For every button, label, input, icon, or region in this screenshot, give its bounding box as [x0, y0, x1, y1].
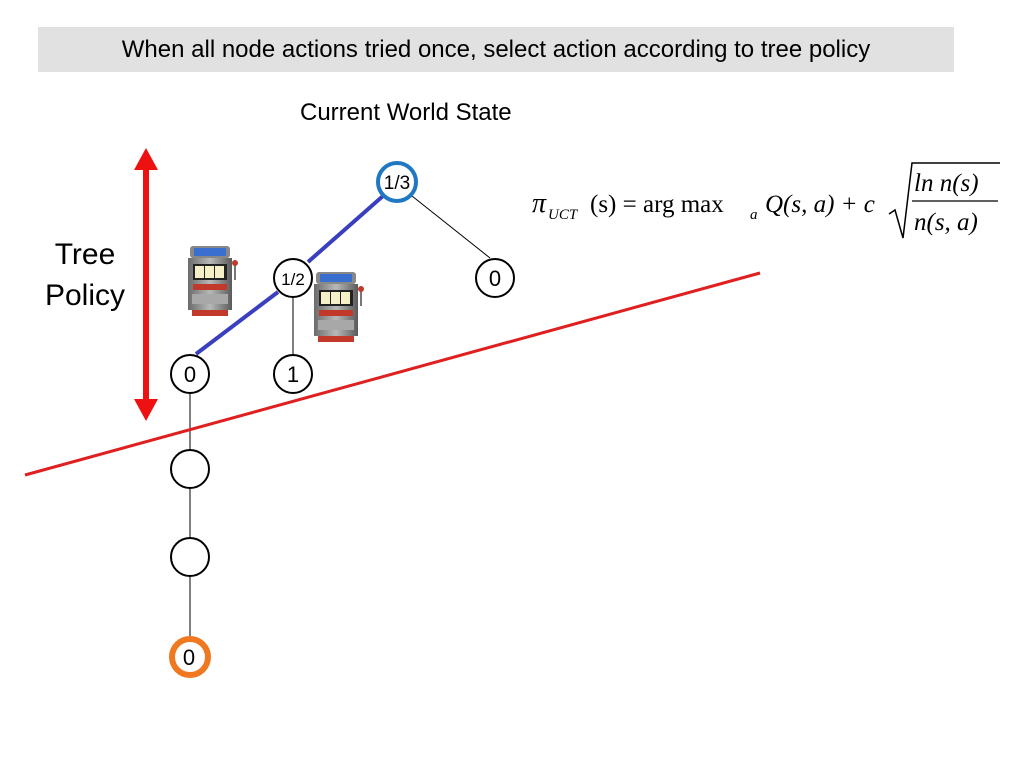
root-caption: Current World State	[300, 99, 512, 126]
left-left-node-value: 0	[184, 362, 196, 387]
selected-path-root-left	[306, 194, 385, 264]
tree-policy-boundary-line	[24, 271, 761, 477]
title-banner: When all node actions tried once, select…	[38, 27, 954, 72]
slot-machine-icon	[188, 246, 238, 316]
formula-q-term: Q(s, a) + c	[765, 191, 875, 218]
tree-policy-label-line1: Tree	[54, 238, 116, 271]
root-node-value: 1/3	[384, 173, 410, 194]
left-child-node: 1/2	[273, 258, 313, 298]
formula-subscript: UCT	[548, 207, 579, 223]
uct-formula: π UCT (s) = arg max a Q(s, a) + c ln n(s…	[532, 162, 1000, 239]
left-child-node-value: 1/2	[281, 270, 305, 289]
chain-node-1	[170, 449, 210, 489]
selected-leaf-node-value: 0	[183, 645, 195, 670]
selected-path-left-leftleft	[194, 290, 280, 356]
root-node: 1/3	[376, 161, 418, 203]
formula-numerator: ln n(s)	[914, 170, 979, 197]
left-right-node: 1	[273, 354, 313, 394]
right-child-node-value: 0	[489, 266, 501, 291]
right-child-node: 0	[475, 258, 515, 298]
left-right-node-value: 1	[287, 362, 299, 387]
selected-leaf-node: 0	[169, 636, 211, 678]
formula-argmax-sub: a	[750, 207, 758, 223]
formula-lhs: (s) = arg max	[590, 191, 724, 218]
tree-policy-label: Tree Policy	[24, 234, 146, 316]
formula-denominator: n(s, a)	[914, 209, 978, 236]
chain-node-2	[170, 537, 210, 577]
formula-sqrt-sign	[888, 162, 1000, 239]
slot-machine-icon	[314, 272, 364, 342]
left-left-node: 0	[170, 354, 210, 394]
tree-policy-label-line2: Policy	[44, 279, 126, 312]
edge-root-right	[411, 195, 491, 259]
tree-policy-arrow	[134, 148, 158, 421]
slide-title: When all node actions tried once, select…	[121, 35, 871, 63]
formula-pi: π	[532, 188, 547, 219]
